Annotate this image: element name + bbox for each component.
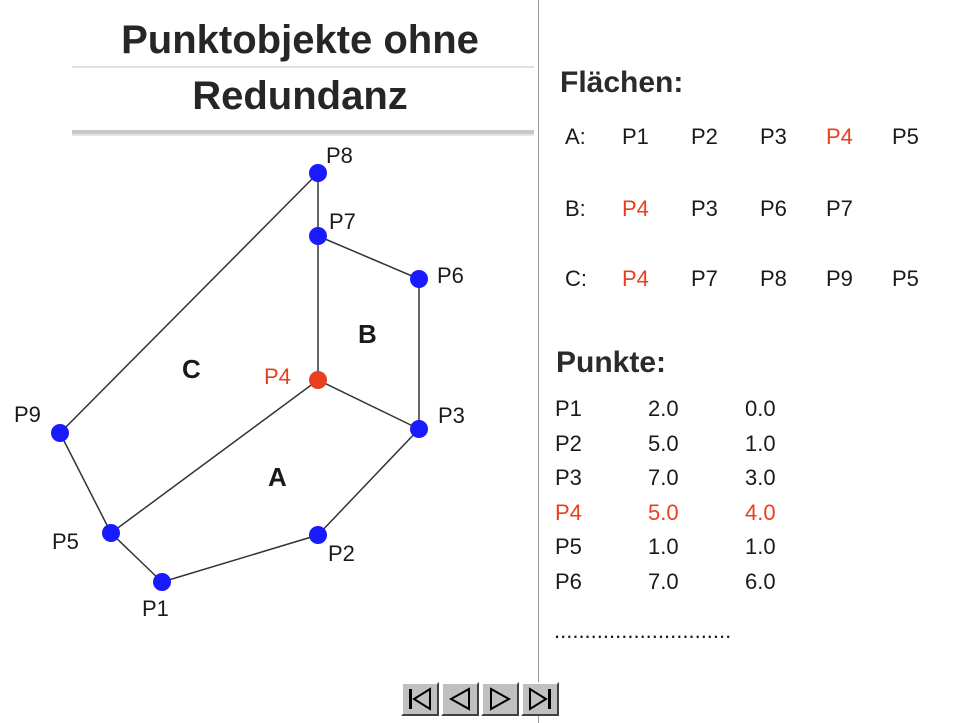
punkt-y-cell: 6.0 [745, 568, 776, 594]
punkte-heading: Punkte: [556, 346, 667, 379]
flaeche-point-ref: P3 [760, 124, 787, 149]
data-panel [538, 0, 959, 723]
punkt-x-cell: 2.0 [648, 396, 679, 421]
punkt-y-cell: 4.0 [745, 499, 776, 525]
flaeche-point-ref: P7 [691, 266, 718, 291]
last-icon [529, 687, 551, 711]
point-marker-p9 [51, 424, 69, 442]
point-marker-p4 [309, 371, 327, 389]
point-marker-p8 [309, 164, 327, 182]
punkt-x-cell: 1.0 [648, 534, 679, 559]
point-label-p3: P3 [438, 403, 465, 428]
flaeche-point-ref: P7 [826, 196, 853, 221]
face-label-b: B [358, 319, 377, 349]
point-label-p8: P8 [326, 143, 353, 168]
flaechen-heading: Flächen: [560, 66, 684, 99]
face-label-a: A [268, 462, 287, 492]
flaeche-label: C: [565, 266, 587, 291]
point-label-p4: P4 [264, 364, 291, 389]
punkt-name-cell: P4 [555, 499, 582, 525]
punkt-x-cell: 5.0 [648, 499, 679, 525]
punkt-y-cell: 3.0 [745, 465, 776, 490]
punkt-x-cell: 7.0 [648, 465, 679, 490]
first-slide-button[interactable] [401, 682, 439, 716]
next-slide-button[interactable] [481, 682, 519, 716]
edge-p7-p6 [317, 235, 420, 280]
face-label-c: C [182, 354, 201, 384]
punkt-x-cell: 7.0 [648, 568, 679, 594]
punkt-name-cell: P1 [555, 396, 582, 421]
punkte-ellipsis: ............................. [554, 618, 732, 643]
edge-p5-p1 [110, 532, 163, 583]
edge-p9-p5 [59, 432, 112, 534]
point-markers [51, 164, 428, 591]
point-label-p2: P2 [328, 541, 355, 566]
edge-p2-p3 [317, 428, 420, 536]
point-marker-p6 [410, 270, 428, 288]
face-labels: B C A [182, 319, 377, 492]
point-label-p5: P5 [52, 529, 79, 554]
punkt-y-cell: 0.0 [745, 396, 776, 421]
flaeche-point-ref: P8 [760, 266, 787, 291]
flaeche-point-ref: P9 [826, 266, 853, 291]
flaeche-point-ref: P1 [622, 124, 649, 149]
point-marker-p5 [102, 524, 120, 542]
previous-slide-button[interactable] [441, 682, 479, 716]
punkt-name-cell: P5 [555, 534, 582, 559]
flaeche-point-ref: P2 [691, 124, 718, 149]
previous-icon [448, 687, 470, 711]
punkt-name-cell: P2 [555, 430, 582, 456]
flaeche-point-ref: P5 [892, 124, 919, 149]
edge-p4-p3 [317, 379, 420, 430]
flaeche-label: B: [565, 196, 586, 221]
point-label-p1: P1 [142, 596, 169, 621]
flaeche-point-ref: P4 [826, 124, 853, 149]
title-rule [72, 130, 534, 134]
punkt-name-cell: P6 [555, 568, 582, 594]
title-line-1: Punktobjekte ohne [121, 18, 479, 62]
slide-title: Punktobjekte ohne Redundanz [70, 12, 530, 124]
point-label-p7: P7 [329, 209, 356, 234]
edge-p4-p5 [110, 379, 319, 534]
flaeche-point-ref: P5 [892, 266, 919, 291]
point-marker-p1 [153, 573, 171, 591]
flaeche-point-ref: P6 [760, 196, 787, 221]
slide-navigation [397, 680, 567, 720]
first-icon [409, 687, 431, 711]
punkt-name-cell: P3 [555, 465, 582, 490]
next-icon [490, 687, 512, 711]
title-line-2: Redundanz [192, 74, 408, 118]
edges [59, 172, 420, 583]
title-block: Punktobjekte ohne Redundanz [70, 12, 534, 136]
point-label-p9: P9 [14, 402, 41, 427]
edge-p8-p9 [59, 172, 319, 434]
flaeche-point-ref: P4 [622, 266, 649, 291]
point-marker-p3 [410, 420, 428, 438]
punkt-y-cell: 1.0 [745, 534, 776, 559]
point-marker-p2 [309, 526, 327, 544]
title-rule-top [72, 66, 534, 68]
punkt-x-cell: 5.0 [648, 430, 679, 456]
flaeche-label: A: [565, 124, 586, 149]
flaeche-point-ref: P4 [622, 196, 649, 221]
point-label-p6: P6 [437, 263, 464, 288]
flaeche-point-ref: P3 [691, 196, 718, 221]
edge-p1-p2 [161, 534, 319, 583]
point-marker-p7 [309, 227, 327, 245]
last-slide-button[interactable] [521, 682, 559, 716]
punkt-y-cell: 1.0 [745, 430, 776, 456]
